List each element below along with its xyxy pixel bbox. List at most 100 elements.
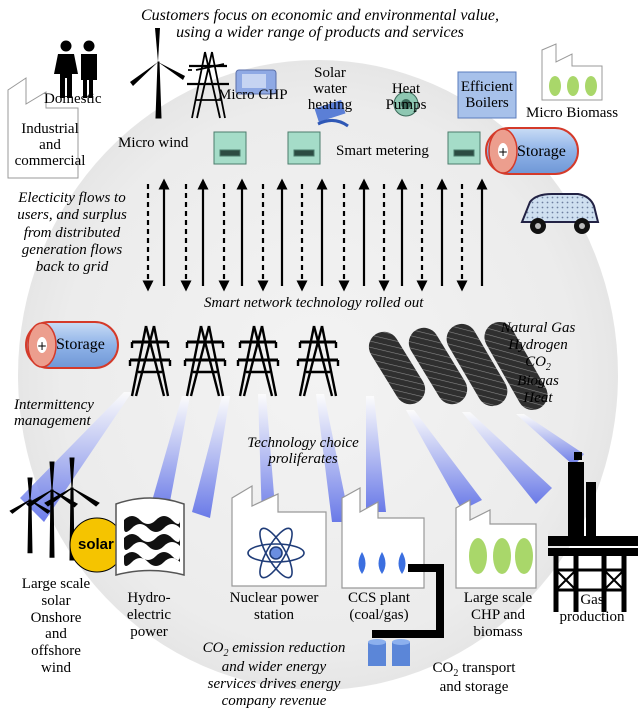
header-line-2: using a wider range of products and serv…	[176, 23, 464, 41]
label-rest: transport	[458, 660, 516, 676]
micro-biomass-label: Micro Biomass	[526, 105, 619, 121]
label-line: (coal/gas)	[349, 606, 409, 623]
pylon-icon	[187, 51, 229, 119]
gas-pipe	[408, 327, 468, 405]
svg-text:+: +	[498, 145, 508, 159]
boiler-icon	[457, 71, 517, 119]
label-line: Large scale	[21, 576, 91, 592]
nuclear-label: Nuclear power station	[214, 590, 334, 624]
label-line: solar	[41, 592, 71, 609]
turbine-tower	[27, 499, 33, 554]
label-line: Large scale	[463, 590, 533, 606]
label-line: commercial	[14, 152, 86, 169]
smart-metering-label: Smart metering	[336, 143, 429, 159]
storage-top-label: Storage	[517, 143, 566, 160]
micro-chp-label: Micro CHP	[218, 87, 288, 103]
wave-icon	[124, 516, 180, 532]
label-line: proliferates	[268, 450, 338, 467]
beam-ray	[258, 394, 276, 520]
heat-pumps-label: Heat Pumps	[380, 81, 432, 114]
solar-panel-icon	[314, 100, 349, 128]
pylon-icon	[296, 325, 340, 397]
pylon-insulator	[236, 342, 280, 366]
beam-ray	[20, 392, 132, 522]
label-line: heating	[307, 96, 353, 113]
pylon-insulator	[128, 342, 172, 366]
subscript: 2	[223, 648, 229, 659]
heat-pump-icon	[393, 91, 419, 117]
svg-text:+: +	[37, 339, 47, 353]
beam-ray	[316, 394, 350, 522]
fuels-label: Natural Gas Hydrogen CO2 Biogas Heat	[498, 320, 578, 406]
header-line-1: Customers focus on economic and environm…	[140, 7, 499, 24]
micro-chp-icon	[235, 69, 277, 95]
co-text: CO	[202, 640, 224, 656]
label-line: Solar	[314, 65, 346, 81]
gas-label: Gas production	[552, 592, 632, 626]
efficient-boilers-label: Efficient Boilers	[452, 79, 522, 112]
label-line: Intermittency	[14, 397, 94, 413]
solar-badge-label: solar	[78, 536, 114, 553]
label-line: Heat	[391, 81, 421, 97]
turbine-blade	[44, 487, 73, 507]
label-line: CO2	[498, 354, 578, 373]
label-line: Pumps	[385, 96, 427, 113]
beam-ray	[516, 414, 584, 466]
solar-water-label: Solar water heating	[300, 65, 360, 113]
label-line: station	[254, 606, 294, 623]
chp-label: Large scale CHP and biomass	[456, 590, 540, 640]
barrel-icon	[368, 639, 410, 666]
label-line: and storage	[439, 679, 509, 696]
beam-ray	[366, 396, 386, 512]
pylon-icon	[236, 325, 280, 397]
car-icon	[520, 193, 600, 234]
turbine-blade	[9, 499, 31, 514]
turbine-blade	[69, 457, 75, 489]
subscript: 2	[545, 361, 551, 373]
battery-icon: +	[485, 127, 579, 175]
turbine-blade	[27, 477, 33, 501]
turbine-blade	[25, 489, 53, 508]
co-text: CO	[432, 660, 454, 676]
ccs-label: CCS plant (coal/gas)	[336, 590, 422, 624]
label-line: Industrial	[21, 121, 79, 137]
gas-pipe	[484, 322, 548, 410]
pylon-brace	[302, 325, 334, 397]
turbine-blade	[49, 461, 55, 491]
tech-choice-label: Technology choice proliferates	[238, 435, 368, 468]
label-line: biomass	[473, 623, 523, 640]
turbine-blade	[71, 487, 100, 507]
label-line: management	[14, 412, 91, 429]
label-line: Electicity flows to	[18, 190, 126, 206]
subscript: 2	[453, 668, 459, 679]
label-line: Technology choice	[247, 435, 359, 451]
pylon-brace	[242, 325, 274, 397]
pylon-insulator	[183, 342, 227, 366]
factory-icon	[7, 77, 79, 179]
label-line: services drives energy	[207, 675, 341, 692]
label-line: offshore	[31, 643, 81, 660]
label-line: CO2 emission reduction	[186, 640, 362, 659]
wind-turbine-icon	[9, 457, 100, 561]
flow-note: Electicity flows to users, and surplus f…	[4, 190, 140, 276]
pylon-brace	[189, 325, 221, 397]
label-line: Gas	[580, 592, 604, 608]
label-line: and	[45, 626, 67, 643]
pylon-insulator	[296, 342, 340, 366]
label-line: CHP and	[470, 606, 526, 623]
industrial-label: Industrial and commercial	[14, 121, 86, 169]
label-line: company revenue	[221, 692, 327, 709]
micro-biomass-icon	[541, 43, 603, 101]
label-line: generation flows	[21, 241, 123, 258]
beam-ray	[406, 410, 482, 510]
atom-icon	[247, 527, 305, 579]
chp-biomass-icon	[455, 498, 537, 589]
label-line: CCS plant	[347, 590, 411, 606]
label-line: Nuclear power	[229, 590, 319, 606]
flame-icon	[358, 552, 406, 574]
label-line: Natural Gas	[500, 320, 576, 336]
beam-ray	[462, 412, 552, 504]
label-line: Efficient	[460, 79, 514, 95]
label-line: power	[130, 623, 168, 640]
